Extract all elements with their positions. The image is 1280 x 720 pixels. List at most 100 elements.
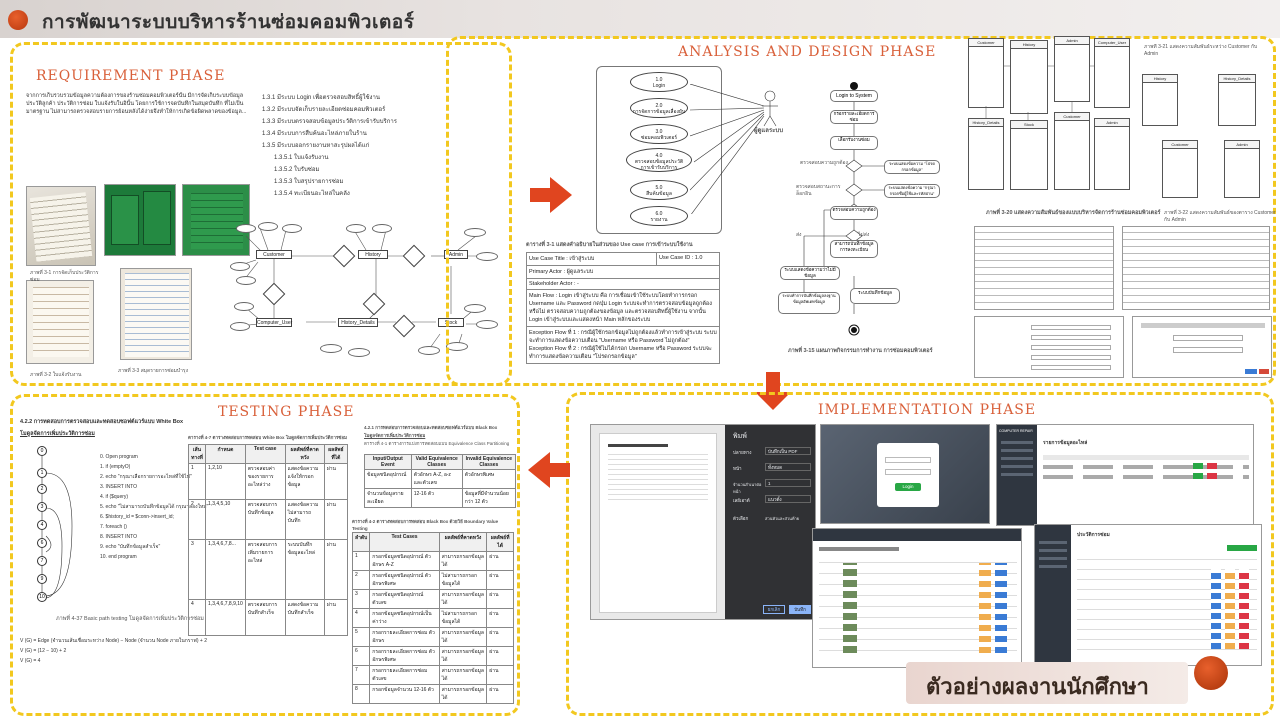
whitebox-table-caption: ตารางที่ 4-7 ตารางทดสอบการทดสอบ White Bo… [188,435,348,440]
flow-arrow-shaft [766,372,780,394]
print-save-button[interactable]: บันทึก [789,605,811,614]
flow-arrow-shaft [530,188,552,202]
table-cell: กรอกข้อมูลชนิดอุปกรณ์เป็นค่าว่าง [369,608,440,628]
print-pages-select[interactable]: ทั้งหมด [765,463,811,471]
photo-caption-3: ภาพที่ 3-3 สมุดรายการซ่อมบำรุง [118,368,189,374]
cyclomatic-formulas: V (G) = Edge (จำนวนเส้นเชื่อมระหว่าง Nod… [20,636,260,666]
flow-node: 1 [37,468,47,478]
requirement-paragraph: จากการเก็บรวบรวมข้อมูลความต้องการของร้าน… [26,93,247,115]
print-layout-select[interactable]: แนวตั้ง [765,495,811,503]
code-line: 3. INSERT INTO [100,484,137,490]
er-entity-history-details: History_Details [338,318,378,327]
activity-select-node: เลือกรับงานซ่อม [830,136,878,150]
blackbox-caption-2: ตารางที่ 4-2 ตารางทดสอบการทดสอบ Black Bo… [352,519,499,531]
activity-detail-node: กรอกรายละเอียดการซ่อม [830,110,878,124]
table-header: ผลลัพธ์ที่คาดหวัง [284,444,325,464]
table-cell: ผ่าน [486,608,514,628]
flow-arrow-shaft [548,463,570,477]
table-cell: แสดงข้อความบันทึกสำเร็จ [284,599,325,636]
print-field-label: หน้า [733,466,742,471]
flow-arrow-right-icon [550,177,572,213]
usecase-login: 1.0 Login [630,72,688,92]
blackbox-caption-1: ตารางที่ 4-1 ตารางการแบ่งการทดสอบแบบ Equ… [364,441,510,446]
print-field-label: เลย์เอาต์ [733,498,750,503]
table-cell: ผ่าน [486,646,514,666]
actor-label: ผู้ดูแลระบบ [754,128,784,134]
table-cell: กรอกข้อมูลชนิดอุปกรณ์ ตัวอักษรพิเศษ [369,570,440,590]
er-attribute [230,262,250,271]
notebook-photo-1 [26,186,96,266]
analysis-phase-title: ANALYSIS AND DESIGN PHASE [678,44,937,60]
table-cell: 3 [351,589,371,609]
print-cancel-button[interactable]: ยกเลิก [763,605,785,614]
data-dictionary-table [974,226,1114,310]
requirement-item: 1.3.5 มีระบบออกรายงานหาสะรุปผลได้แก่ [262,143,370,149]
class-diagram-caption: ภาพที่ 3-20 แสดงความสัมพันธ์ของแบบบริหาร… [986,210,1161,216]
table-cell: สามารถกรอกข้อมูลได้ [438,684,488,704]
flow-graph [41,456,73,599]
requirement-list: 1.3.1 มีระบบ Login เพื่อตรวจสอบสิทธิ์ผู้… [262,92,442,200]
table-cell: ข้อมูลชนิดอุปกรณ์ [364,469,412,489]
code-line: 4. if ($query) [100,494,129,500]
code-line: 6. $history_id = $conn->insert_id; [100,514,174,520]
activity-login-node: Login to System [830,90,878,102]
class-box: Admin [1054,36,1090,102]
code-line: 10. end program [100,554,137,560]
boundary-table: ลำดับ Test Cases ผลลัพธ์ที่คาดหวัง ผลลัพ… [351,532,514,704]
student-work-badge-label: ตัวอย่างผลงานนักศึกษา [926,675,1149,700]
table-cell: 1,2,10 [205,463,246,500]
uc-primary-cell: Primary Actor : ผู้ดูแลระบบ [527,266,719,279]
history-screenshot: ประวัติการซ่อม [1034,524,1262,666]
flow-arrow-down-icon [755,392,791,410]
product-table-screenshot [812,528,1022,668]
activity-msg2-node: ระบบแสดงข้อความ "กรุณากรอกชื่อผู้ใช้และร… [884,184,940,198]
flow-node: 10 [37,592,47,602]
testing-phase-title: TESTING PHASE [218,404,355,420]
table-cell: ตัวอักษร A-Z, a-z และตัวเลข [410,469,463,489]
table-cell: สามารถกรอกข้อมูลได้ [438,551,488,571]
print-destination-select[interactable]: บันทึกเป็น PDF [765,447,811,455]
table-header: Test Cases [369,532,440,552]
er-attribute [476,320,498,329]
admin-brand: COMPUTER REPAIR [999,429,1033,433]
table-cell: ตรวจสอบการเพิ่มรายการอะไหล่ [244,539,286,600]
photo-caption-1: ภาพที่ 3-1 การจัดเก็บประวัติการซ่อม [30,270,99,283]
print-copies-input[interactable]: 1 [765,479,811,487]
usecase-history: 4.0 ตรวจสอบข้อมูลประวัติ การเข้ารับบริกา… [626,148,692,172]
class-box: History_Details [1218,74,1256,126]
usecase-search: 5.0 สืบค้นข้อมูล [630,180,688,200]
er-attribute [236,276,256,285]
class-box: Customer [968,38,1004,108]
print-option-checkbox[interactable]: ส่วนหัวและส่วนท้าย [765,516,800,521]
activity-check-label: ตรวจสอบความถูกต้อง [800,160,848,166]
table-cell: สามารถกรอกข้อมูลได้ [438,589,488,609]
print-field-label: จำนวนสำเนาต่อหน้า [733,482,762,494]
usecase-description-table: Use Case Title : เข้าสู่ระบบ Use Case ID… [526,252,720,364]
table-cell: 1,3,4,5,10 [205,499,246,540]
table-cell: 6 [351,646,371,666]
receipt-photo [26,280,94,364]
uc-main-flow-cell: Main Flow : Login เข้าสู่ระบบ คือ การเชื… [527,290,719,327]
class-box: Admin [1094,118,1130,190]
code-line: 7. foreach () [100,524,127,530]
table-cell: กรอกข้อมูลชนิดอุปกรณ์ ตัวอักษร A-Z [369,551,440,571]
table-cell: 12-16 ตัว [410,488,463,508]
class-links [985,65,1094,120]
er-entity-history: History [358,250,388,259]
table-cell: ผ่าน [323,599,349,636]
table-cell: กรอกรายละเอียดการซ่อม ตัวอักษรพิเศษ [369,646,440,666]
flow-node: 6 [37,538,47,548]
login-button[interactable]: Login [895,483,921,491]
requirement-item: 1.3.5.4 ทะเบียนอะไหล่ในคลัง [274,191,350,197]
uc-exception-cell: Exception Flow ที่ 1 : กรณีผู้ใช้กรอกข้อ… [527,327,719,363]
requirement-item: 1.3.5.3 ใบสรุปรายการซ่อม [274,179,344,185]
flow-node: 2 [37,484,47,494]
whitebox-heading: 4.2.2 การทดสอบการตรวจสอบและทดสอบซอฟต์แวร… [20,419,184,425]
student-work-badge: ตัวอย่างผลงานนักศึกษา [906,662,1188,704]
table-cell: 5 [351,627,371,647]
